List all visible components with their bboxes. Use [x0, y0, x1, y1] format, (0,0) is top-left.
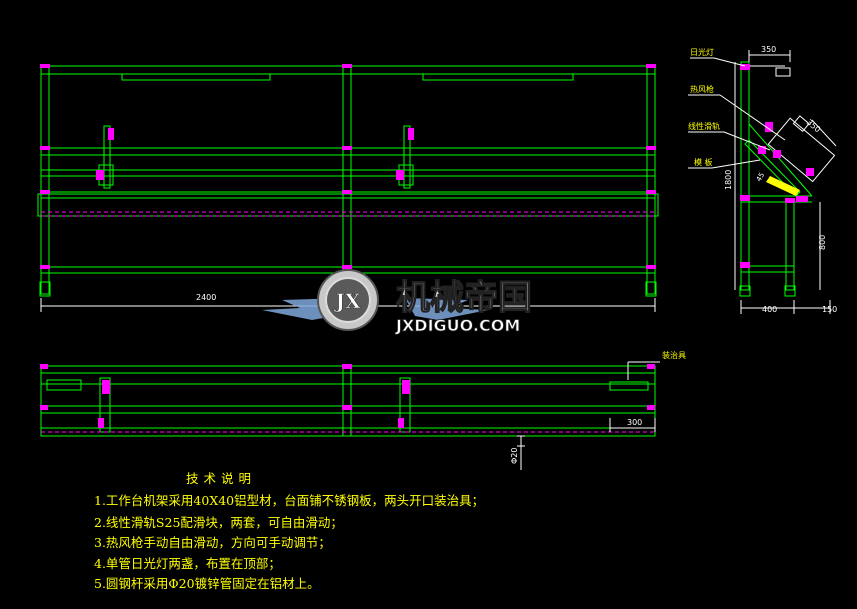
notes-item: 3.热风枪手动自由滑动，方向可手动调节；	[94, 535, 331, 550]
notes-item: 1.工作台机架采用40X40铝型材，台面铺不锈钢板，两头开口装治具；	[94, 493, 485, 508]
watermark-badge: JX	[334, 289, 361, 313]
callout-rail: 线性滑轨	[688, 121, 720, 131]
side-view: 350 350 1800 800 400 150 45 日光灯 热风枪 线性滑轨…	[688, 45, 837, 314]
notes-item: 4.单管日光灯两盏，布置在顶部；	[94, 556, 281, 571]
watermark-logo: JX 机械帝国 JXDIGUO.COM	[262, 269, 533, 335]
dimension-front-width: 2400	[196, 293, 216, 302]
callout-fixture: 装治具	[662, 350, 686, 360]
notes-item: 2.线性滑轨S25配滑块，两套，可自由滑动；	[94, 515, 343, 530]
dimension-plan-end: 300	[627, 418, 642, 427]
dimension-side-board: 350	[805, 118, 822, 135]
watermark-url: JXDIGUO.COM	[395, 316, 520, 335]
callout-board: 模 板	[694, 157, 713, 167]
dimension-side-depth: 400	[762, 305, 777, 314]
dimension-side-angle: 45	[755, 171, 766, 183]
watermark-cn: 机械帝国	[396, 278, 532, 318]
notes-item: 5.圆钢杆采用Φ20镀锌管固定在铝材上。	[94, 576, 320, 591]
plan-view: 300 装治具 Φ20	[40, 350, 686, 470]
callout-fan: 热风枪	[690, 84, 714, 94]
dimension-side-height: 1800	[724, 170, 733, 190]
dimension-tube: Φ20	[510, 448, 519, 464]
dimension-side-overhang: 150	[822, 305, 837, 314]
notes-title: 技术说明	[186, 471, 257, 486]
callout-lamp: 日光灯	[690, 47, 714, 57]
dimension-side-top: 350	[761, 45, 776, 54]
dimension-side-bench: 800	[818, 235, 827, 250]
